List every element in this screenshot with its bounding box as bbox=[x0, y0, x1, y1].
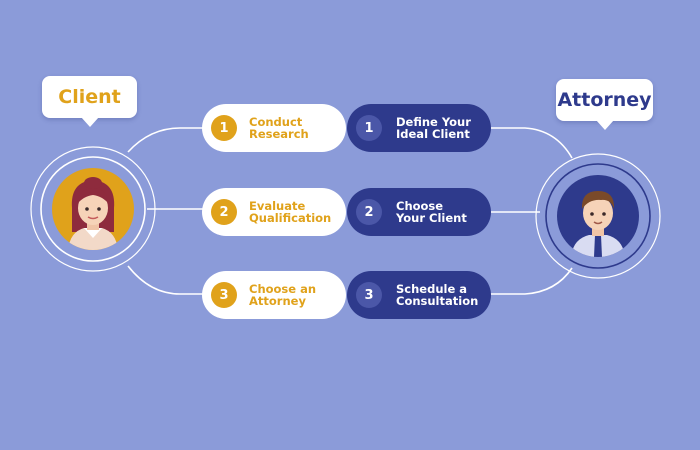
line-client-step1 bbox=[127, 127, 205, 153]
client-step-3: 3 Choose an Attorney bbox=[202, 271, 346, 319]
client-avatar-icon bbox=[52, 168, 134, 250]
attorney-step-2: 2 Choose Your Client bbox=[347, 188, 491, 236]
attorney-step-1-label: Define Your Ideal Client bbox=[396, 115, 471, 141]
attorney-avatar-icon bbox=[557, 175, 639, 257]
client-step-3-number: 3 bbox=[211, 282, 237, 308]
line-attorney-step1 bbox=[488, 127, 573, 159]
client-step-2-label: Evaluate Qualification bbox=[249, 199, 332, 225]
attorney-step-1: 1 Define Your Ideal Client bbox=[347, 104, 491, 152]
attorney-step-3: 3 Schedule a Consultation bbox=[347, 271, 491, 319]
attorney-speech-bubble: Attorney bbox=[556, 79, 653, 130]
attorney-step-3-label: Schedule a Consultation bbox=[396, 282, 479, 308]
attorney-step-2-label: Choose Your Client bbox=[396, 199, 467, 225]
client-step-2-number: 2 bbox=[211, 199, 237, 225]
client-step-3-label: Choose an Attorney bbox=[249, 282, 317, 308]
client-step-1: 1 Conduct Research bbox=[202, 104, 346, 152]
line-client-step3 bbox=[127, 265, 205, 295]
attorney-step-2-number: 2 bbox=[356, 199, 382, 225]
client-speech-bubble: Client bbox=[42, 76, 137, 127]
line-attorney-step3 bbox=[488, 267, 573, 295]
client-ring-inner bbox=[40, 156, 146, 262]
attorney-step-1-number: 1 bbox=[356, 115, 382, 141]
client-label: Client bbox=[58, 86, 121, 108]
client-step-1-number: 1 bbox=[211, 115, 237, 141]
attorney-step-3-number: 3 bbox=[356, 282, 382, 308]
attorney-ring-inner bbox=[545, 163, 651, 269]
client-step-1-label: Conduct Research bbox=[249, 115, 309, 141]
client-step-2: 2 Evaluate Qualification bbox=[202, 188, 346, 236]
attorney-label: Attorney bbox=[557, 89, 652, 111]
attorney-ring-outer bbox=[535, 153, 661, 279]
